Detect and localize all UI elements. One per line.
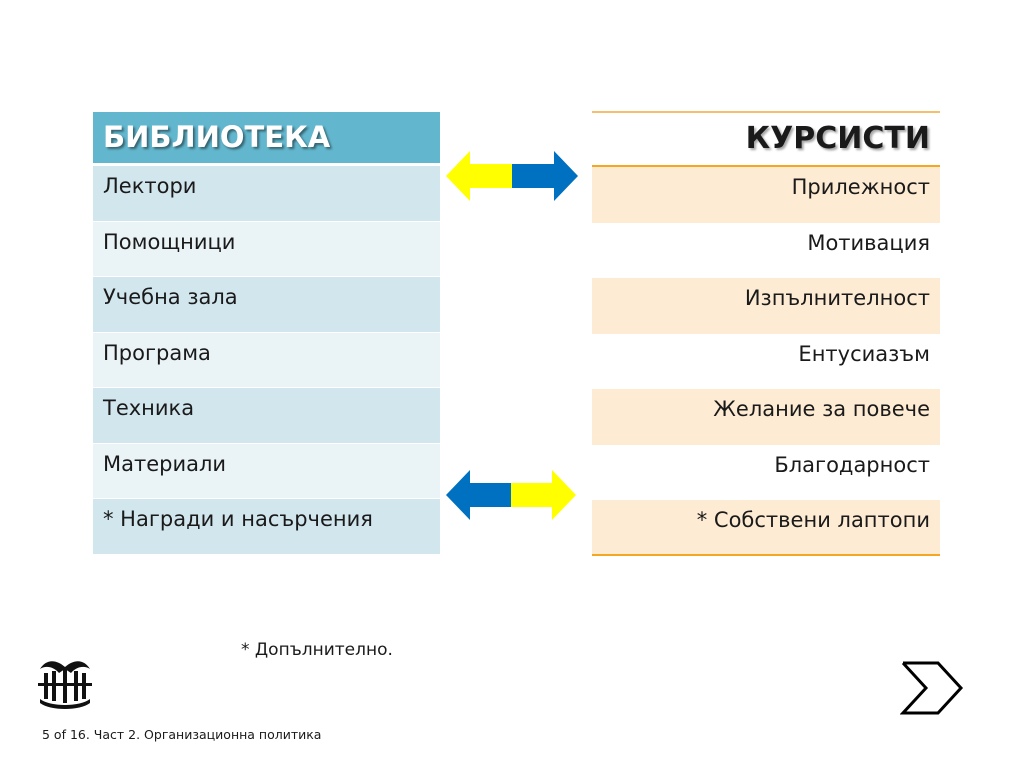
double-arrow-icon bbox=[446, 470, 576, 520]
students-item-gratitude: Благодарност bbox=[592, 444, 940, 500]
logo-icon bbox=[38, 661, 92, 709]
students-header: КУРСИСТИ bbox=[592, 111, 940, 167]
students-table: КУРСИСТИ Прилежност Мотивация Изпълнител… bbox=[592, 111, 940, 556]
library-item-materials: Материали bbox=[93, 443, 440, 499]
library-item-program: Програма bbox=[93, 332, 440, 388]
footnote: * Допълнително. bbox=[241, 640, 393, 660]
students-item-desire: Желание за повече bbox=[592, 389, 940, 445]
students-item-enthusiasm: Ентусиазъм bbox=[592, 333, 940, 389]
library-item-classroom: Учебна зала bbox=[93, 277, 440, 333]
library-item-assistants: Помощници bbox=[93, 221, 440, 277]
students-item-diligence: Прилежност bbox=[592, 167, 940, 223]
library-item-awards: * Награди и насърчения bbox=[93, 499, 440, 555]
students-item-motivation: Мотивация bbox=[592, 222, 940, 278]
library-table: БИБЛИОТЕКА Лектори Помощници Учебна зала… bbox=[93, 112, 440, 555]
next-chevron-icon[interactable] bbox=[900, 660, 964, 716]
library-item-lecturers: Лектори bbox=[93, 166, 440, 222]
students-item-performance: Изпълнителност bbox=[592, 278, 940, 334]
students-item-laptops: * Собствени лаптопи bbox=[592, 500, 940, 556]
library-item-equipment: Техника bbox=[93, 388, 440, 444]
library-header: БИБЛИОТЕКА bbox=[93, 112, 440, 166]
double-arrow-icon bbox=[446, 151, 578, 201]
footer-text: 5 of 16. Част 2. Организационна политика bbox=[42, 727, 322, 742]
